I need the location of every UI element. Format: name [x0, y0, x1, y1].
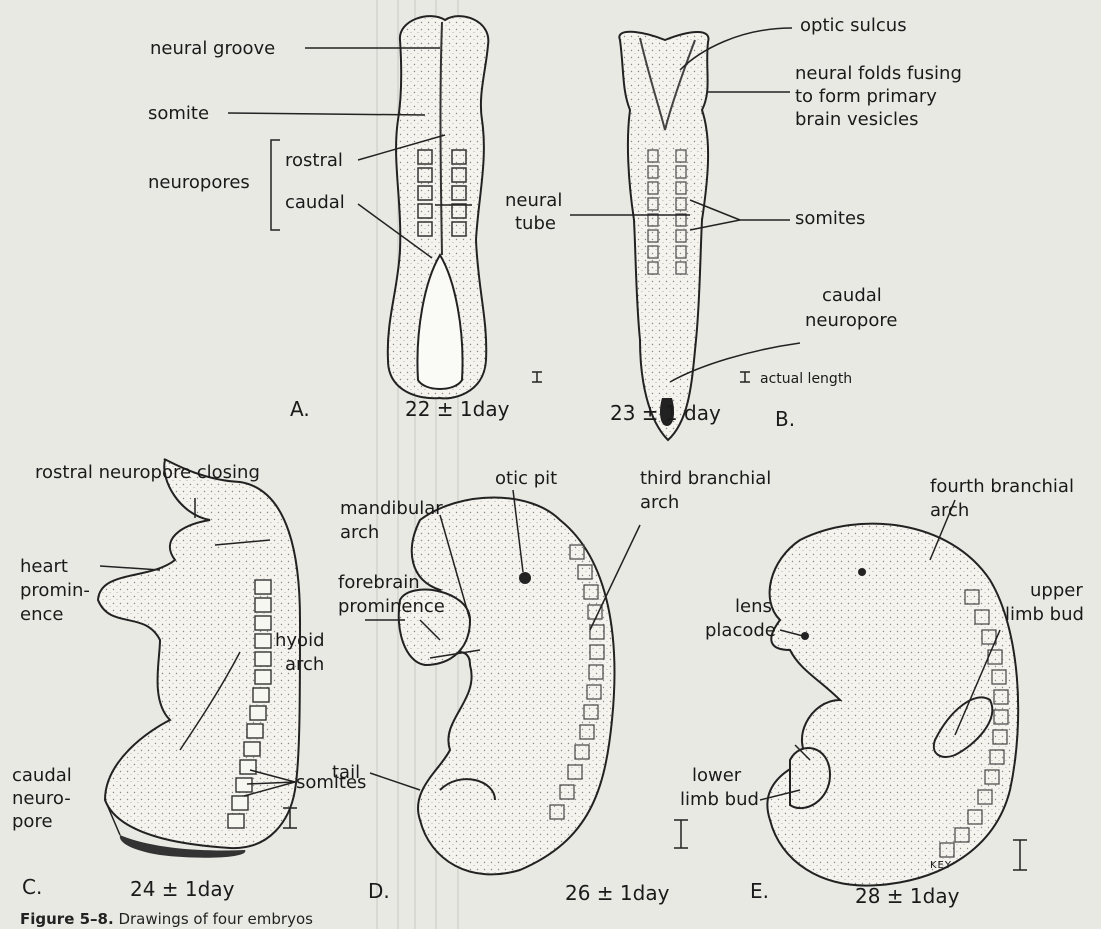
panel-b-age: 23 ± 1 day	[610, 402, 721, 424]
label-heart-1: heart	[20, 556, 68, 578]
panel-e-letter: E.	[750, 880, 769, 902]
label-heart-2: promin-	[20, 580, 90, 602]
embryo-b	[619, 32, 708, 440]
embryo-a	[388, 16, 489, 398]
label-upper-limb-2: limb bud	[1005, 604, 1084, 626]
label-caudal-b-1: caudal	[822, 285, 882, 307]
label-third-branchial-2: arch	[640, 492, 679, 514]
label-mandibular-1: mandibular	[340, 498, 443, 520]
label-third-branchial-1: third branchial	[640, 468, 771, 490]
label-fourth-branchial-2: arch	[930, 500, 969, 522]
label-caudal-c-3: pore	[12, 811, 53, 833]
label-lens-2: placode	[705, 620, 776, 642]
label-lower-limb-1: lower	[692, 765, 741, 787]
panel-c-letter: C.	[22, 876, 42, 898]
label-lens-1: lens	[735, 596, 772, 618]
label-caudal-b-2: neuropore	[805, 310, 897, 332]
label-otic-pit: otic pit	[495, 468, 557, 490]
label-hyoid-1: hyoid	[275, 630, 325, 652]
panel-d-letter: D.	[368, 880, 390, 902]
label-mandibular-2: arch	[340, 522, 379, 544]
embryo-b-body	[619, 32, 708, 440]
label-caudal-c-1: caudal	[12, 765, 72, 787]
label-neural-groove: neural groove	[150, 38, 275, 60]
panel-d-age: 26 ± 1day	[565, 882, 669, 904]
label-hyoid-2: arch	[285, 654, 324, 676]
label-caudal-c-2: neuro-	[12, 788, 71, 810]
label-lower-limb-2: limb bud	[680, 789, 759, 811]
label-tail: tail	[332, 762, 360, 784]
artist-signature: KEY	[930, 855, 952, 877]
panel-c-age: 24 ± 1day	[130, 878, 234, 900]
label-neural-folds-2: to form primary	[795, 86, 937, 108]
caption-prefix: Figure 5–8.	[20, 910, 114, 928]
label-neural-tube-2: tube	[515, 213, 556, 235]
label-fourth-branchial-1: fourth branchial	[930, 476, 1074, 498]
label-caudal-a: caudal	[285, 192, 345, 214]
label-somite-a: somite	[148, 103, 209, 125]
panel-a-letter: A.	[290, 398, 310, 420]
label-neuropores: neuropores	[148, 172, 250, 194]
label-actual-length: actual length	[760, 368, 852, 390]
label-neural-folds-3: brain vesicles	[795, 109, 918, 131]
label-neural-tube-1: neural	[505, 190, 562, 212]
embryo-e	[767, 524, 1018, 886]
figure-caption: Figure 5–8. Drawings of four embryos	[20, 910, 313, 928]
embryo-c	[98, 459, 300, 857]
panel-a-age: 22 ± 1day	[405, 398, 509, 420]
label-somites-b: somites	[795, 208, 865, 230]
label-upper-limb-1: upper	[1030, 580, 1083, 602]
label-optic-sulcus: optic sulcus	[800, 15, 907, 37]
label-neural-folds-1: neural folds fusing	[795, 63, 962, 85]
panel-b-letter: B.	[775, 408, 795, 430]
embryo-d	[399, 498, 615, 875]
caption-text: Drawings of four embryos	[118, 910, 312, 928]
label-forebrain-2: prominence	[338, 596, 445, 618]
embryo-d-otic-pit	[519, 572, 531, 584]
label-forebrain-1: forebrain	[338, 572, 420, 594]
embryo-e-eye	[858, 568, 866, 576]
label-rostral-closing: rostral neuropore closing	[35, 462, 260, 484]
label-rostral: rostral	[285, 150, 343, 172]
label-heart-3: ence	[20, 604, 63, 626]
panel-e-age: 28 ± 1day	[855, 885, 959, 907]
